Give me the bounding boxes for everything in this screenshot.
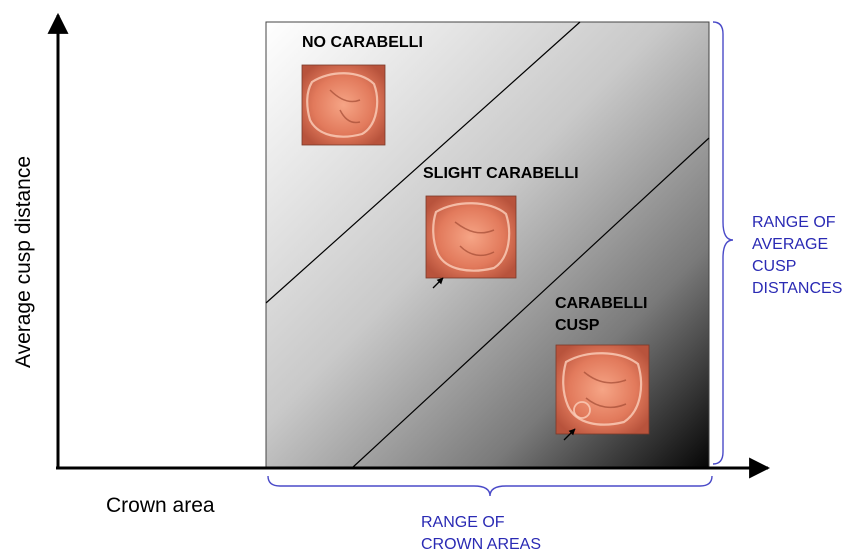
y-axis-title: Average cusp distance (12, 155, 35, 369)
boundary-line-lower (351, 137, 710, 469)
zone-label-no-carabelli: NO CARABELLI (302, 34, 423, 51)
boundary-line-upper (265, 21, 581, 304)
brace-cusp-distances (712, 21, 734, 465)
range-label-cusp-distances: RANGE OF AVERAGE CUSP DISTANCES (752, 214, 843, 297)
molar-photo-no-carabelli (301, 64, 386, 146)
molar-photo-carabelli-cusp (555, 344, 650, 435)
pointer-arrow-carabelli-cusp (563, 428, 576, 441)
zone-label-carabelli-cusp: CARABELLI CUSP (555, 295, 648, 334)
brace-crown-areas (267, 475, 713, 497)
x-axis-title: Crown area (106, 494, 215, 517)
pointer-arrow-slight-carabelli (432, 277, 444, 289)
zone-label-slight-carabelli: SLIGHT CARABELLI (423, 165, 579, 182)
molar-photo-slight-carabelli (425, 195, 517, 279)
range-label-crown-areas: RANGE OF CROWN AREAS (421, 514, 542, 553)
